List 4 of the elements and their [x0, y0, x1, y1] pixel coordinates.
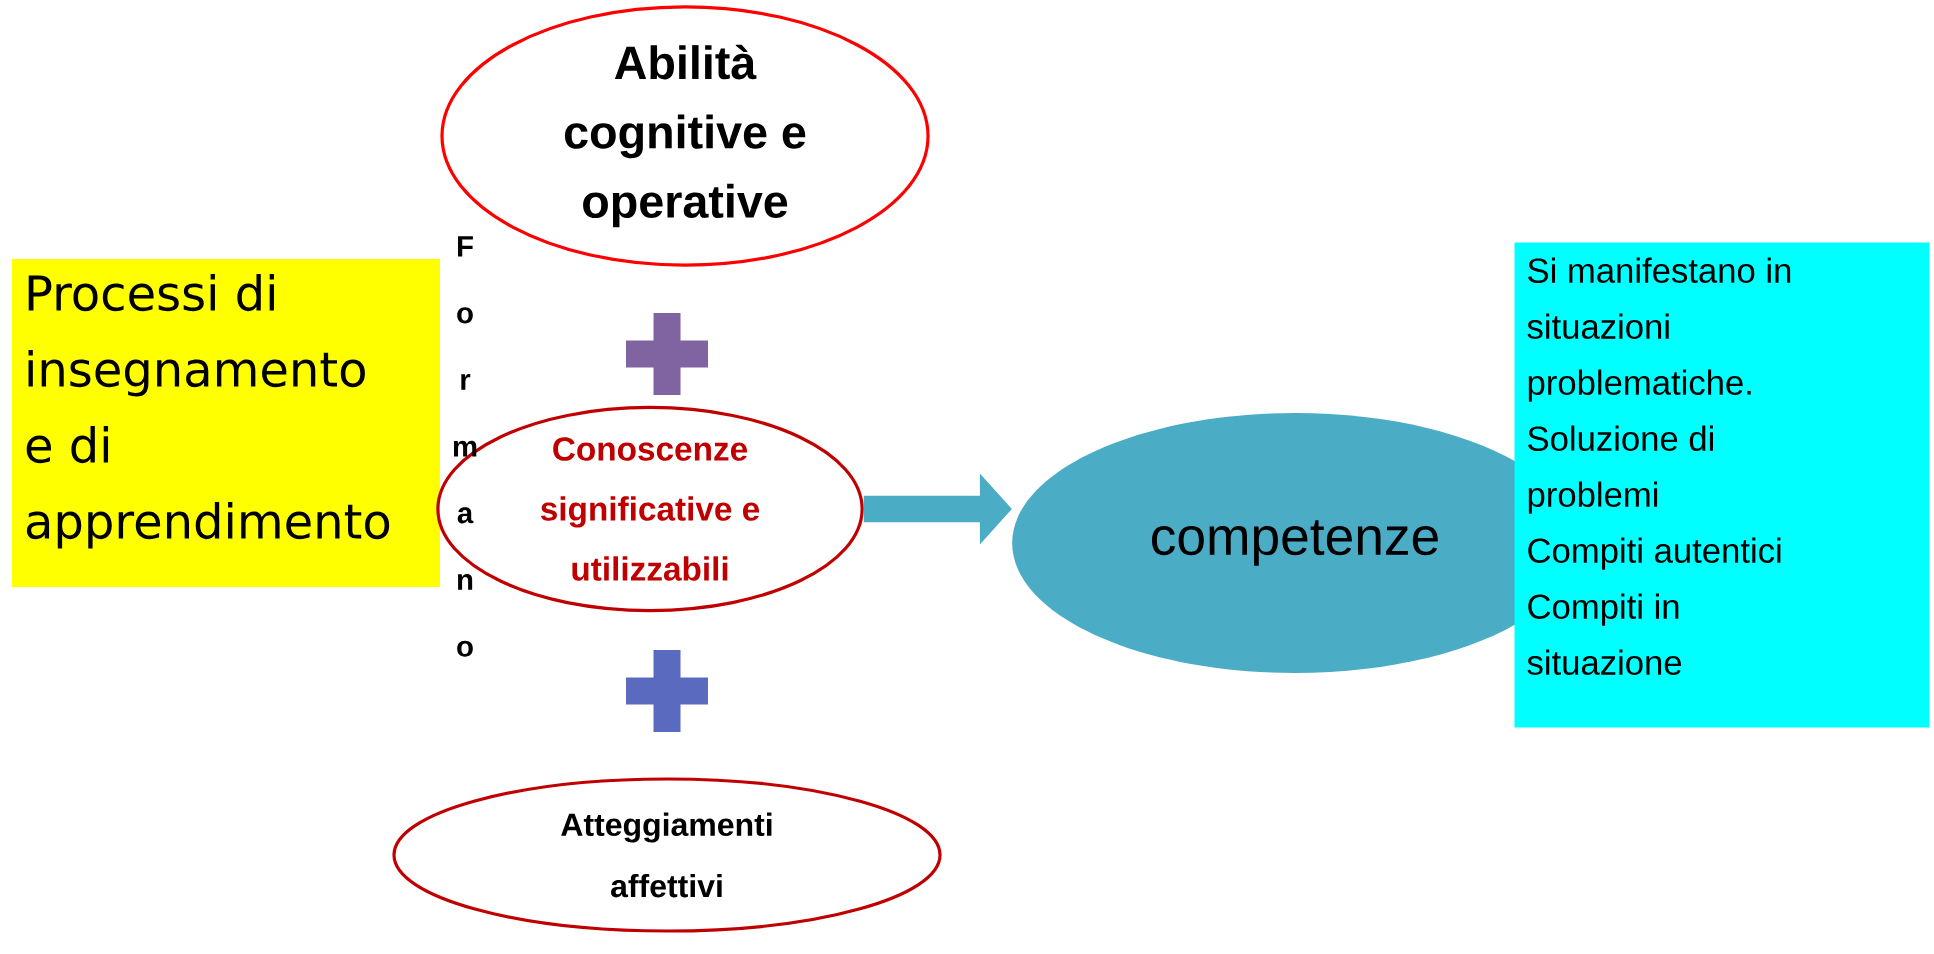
- text-box: Si manifestano in situazioni problematiche. Soluzione di problemi Compiti autentici Compiti in situazione: [1514, 242, 1930, 728]
- text-box: Processi di insegnamento e di apprendimento: [12, 259, 440, 587]
- vertical-label: Formano: [453, 236, 477, 657]
- ellipse-node: Atteggiamenti affettivi: [392, 777, 942, 933]
